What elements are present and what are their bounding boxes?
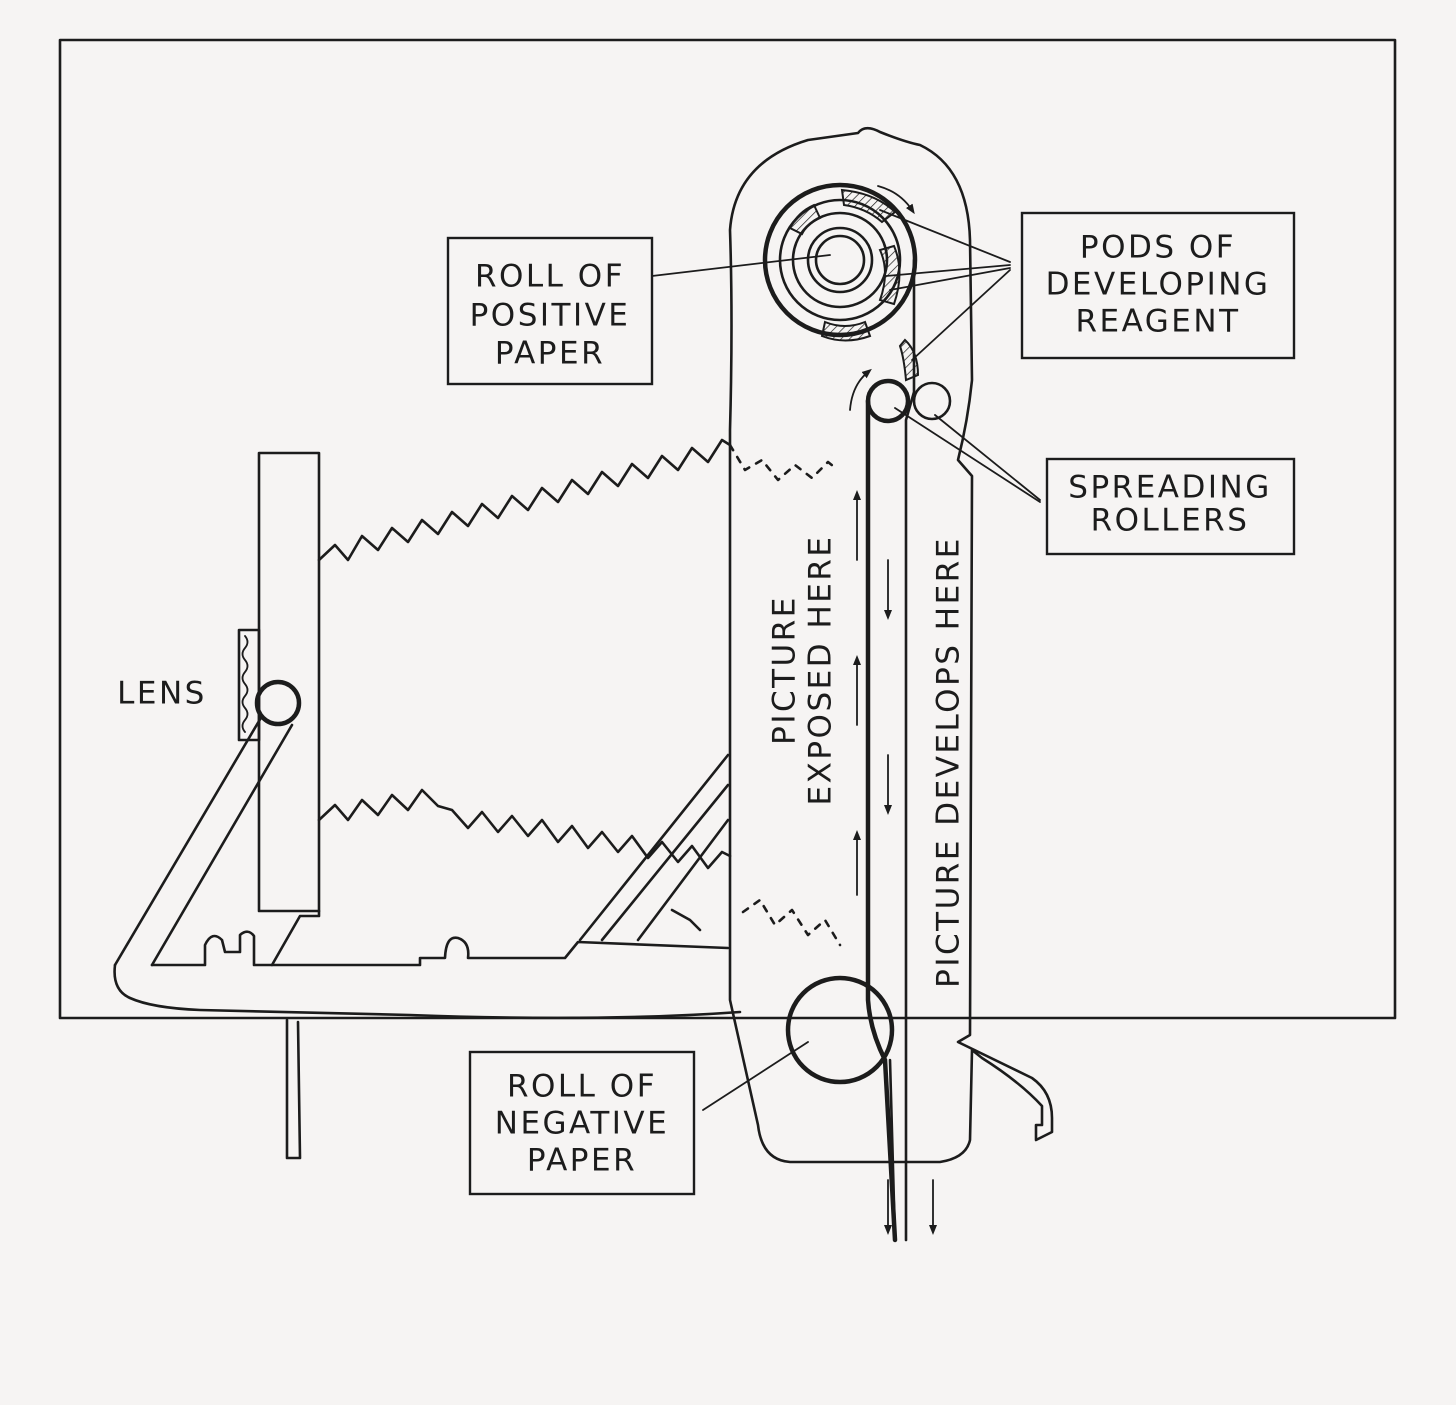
label-negative-line-3: PAPER — [527, 1143, 637, 1179]
diagram-frame — [58, 38, 1397, 1020]
label-pods: PODS OF DEVELOPING REAGENT — [1020, 211, 1296, 360]
positive-roll-assembly — [762, 182, 920, 382]
label-lens: LENS — [117, 676, 207, 712]
lens — [254, 679, 302, 727]
label-positive-line-2: POSITIVE — [470, 298, 631, 334]
label-negative-line-2: NEGATIVE — [495, 1106, 669, 1142]
base-plate — [150, 909, 321, 967]
label-spreading-line-2: ROLLERS — [1091, 503, 1250, 539]
camera-back-housing — [728, 126, 1054, 1164]
label-pods-line-3: REAGENT — [1075, 304, 1240, 340]
bellows-lower — [317, 788, 732, 870]
film-direction-arrows — [853, 490, 937, 1235]
bellows-upper — [317, 438, 732, 562]
roll-direction-arrow — [877, 185, 915, 215]
label-spreading-line-1: SPREADING — [1068, 470, 1271, 506]
positive-film-path — [904, 258, 916, 1242]
label-pods-line-2: DEVELOPING — [1046, 267, 1271, 303]
roller-direction-arrow — [849, 368, 872, 411]
label-positive-line-1: ROLL OF — [475, 259, 625, 295]
label-positive-line-3: PAPER — [495, 336, 605, 372]
lens-strut — [113, 714, 294, 967]
label-exposed: PICTURE EXPOSED HERE — [767, 535, 839, 806]
label-negative-roll: ROLL OF NEGATIVE PAPER — [468, 1050, 696, 1196]
tripod-leg — [285, 1018, 302, 1160]
leader-lines — [651, 209, 1041, 1111]
negative-roll — [785, 975, 895, 1085]
label-exposed-line-1: PICTURE — [767, 595, 803, 745]
label-exposed-line-2: EXPOSED HERE — [803, 535, 839, 806]
reagent-pod-4 — [820, 320, 872, 342]
spreading-roller-right — [912, 381, 952, 421]
label-spreading: SPREADING ROLLERS — [1045, 457, 1296, 556]
lens-board — [257, 451, 321, 913]
label-pods-line-1: PODS OF — [1080, 230, 1236, 266]
label-develops: PICTURE DEVELOPS HERE — [931, 536, 967, 988]
label-positive-roll: ROLL OF POSITIVE PAPER — [446, 236, 654, 386]
spreading-roller-left — [865, 378, 911, 424]
reagent-pod-1 — [840, 188, 897, 224]
label-negative-line-1: ROLL OF — [507, 1069, 657, 1105]
reagent-pod-2 — [788, 203, 822, 236]
support-braces — [578, 753, 730, 942]
